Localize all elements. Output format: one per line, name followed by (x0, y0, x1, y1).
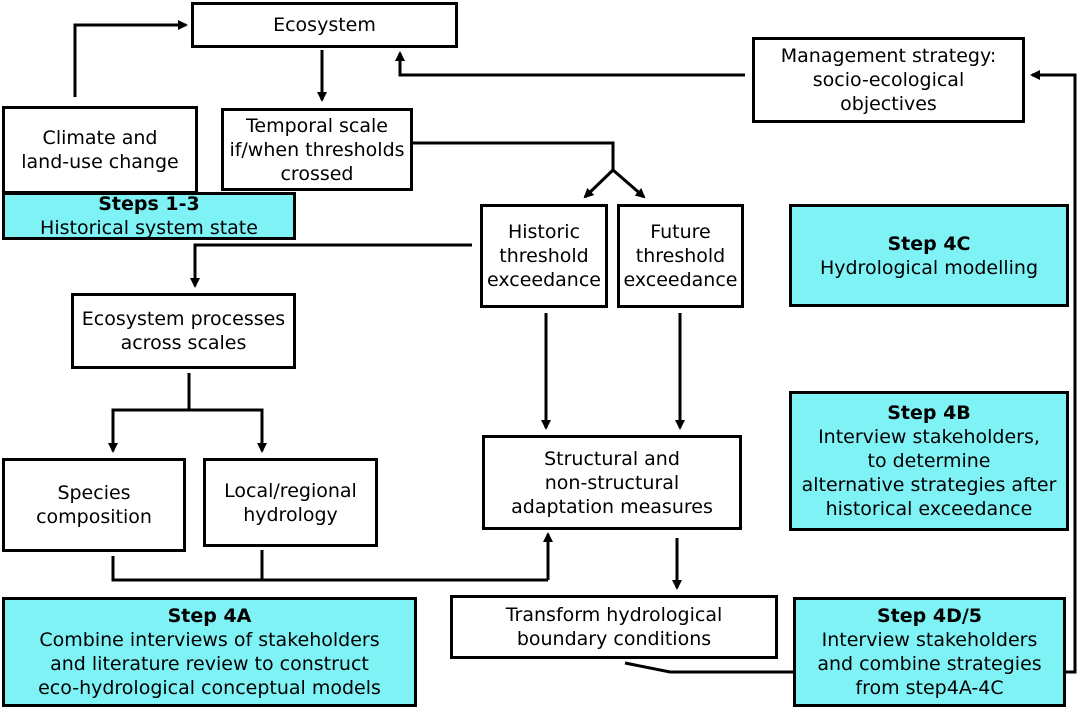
arrow-fork-future (612, 168, 646, 199)
ecosystem-box: Ecosystem (191, 2, 458, 48)
step-4c-box: Step 4C Hydrological modelling (789, 204, 1069, 307)
future-threshold-box: Future threshold exceedance (617, 204, 744, 308)
species-composition-box: Species composition (2, 458, 186, 552)
step-4b-box: Step 4B Interview stakeholders, to deter… (789, 391, 1069, 531)
arrow-management-to-ecosystem (395, 51, 745, 77)
arrow-climate-to-ecosystem (73, 20, 188, 97)
arrow-fork-historic (583, 168, 615, 199)
transform-boundary-box: Transform hydrological boundary conditio… (450, 595, 778, 659)
step-1-3-box: Steps 1-3 Historical system state (2, 192, 296, 240)
temporal-scale-box: Temporal scale if/when thresholds crosse… (221, 108, 413, 191)
line-transform-to-step4d5 (624, 661, 795, 674)
line-species-join (111, 556, 548, 582)
arrow-step4d5-to-management (1030, 70, 1077, 674)
step-4a-box: Step 4A Combine interviews of stakeholde… (2, 597, 417, 707)
step-4d-5-box: Step 4D/5 Interview stakeholders and com… (793, 597, 1066, 707)
line-temporal-to-fork (410, 141, 615, 170)
arrow-processes-hydrology (189, 408, 267, 453)
hydrology-box: Local/regional hydrology (203, 458, 378, 547)
arrow-historic-to-processes (190, 243, 472, 288)
adaptation-measures-box: Structural and non-structural adaptation… (482, 435, 742, 530)
line-processes-fork (108, 373, 191, 453)
historic-threshold-box: Historic threshold exceedance (480, 204, 608, 308)
management-strategy-box: Management strategy: socio-ecological ob… (752, 37, 1025, 123)
climate-box: Climate and land-use change (2, 106, 198, 194)
ecosystem-processes-box: Ecosystem processes across scales (71, 293, 296, 369)
